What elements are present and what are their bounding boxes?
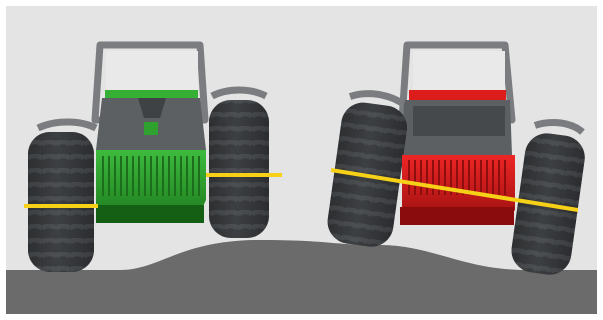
grille-green — [102, 156, 200, 196]
tractor-green — [24, 41, 282, 272]
cab-roof-stripe-red — [409, 90, 506, 100]
cab-window-green — [106, 51, 198, 91]
cab-panel-red — [413, 106, 505, 136]
steering-column-green — [138, 98, 166, 118]
grille-red — [408, 160, 506, 195]
tractor-red — [327, 41, 585, 275]
cab-roof-stripe-green — [105, 90, 198, 98]
tilt-indicator-red — [330, 168, 579, 212]
ground — [6, 240, 597, 314]
cab-frame-green — [91, 41, 209, 124]
bumper-red — [400, 207, 514, 225]
wheel-rear-right-green — [209, 86, 269, 238]
dash-light-green — [144, 122, 158, 135]
wheel-rear-left-green — [28, 118, 98, 272]
cab-frame-red — [398, 41, 516, 124]
cab-window-red — [413, 51, 505, 91]
bumper-green — [96, 205, 204, 223]
